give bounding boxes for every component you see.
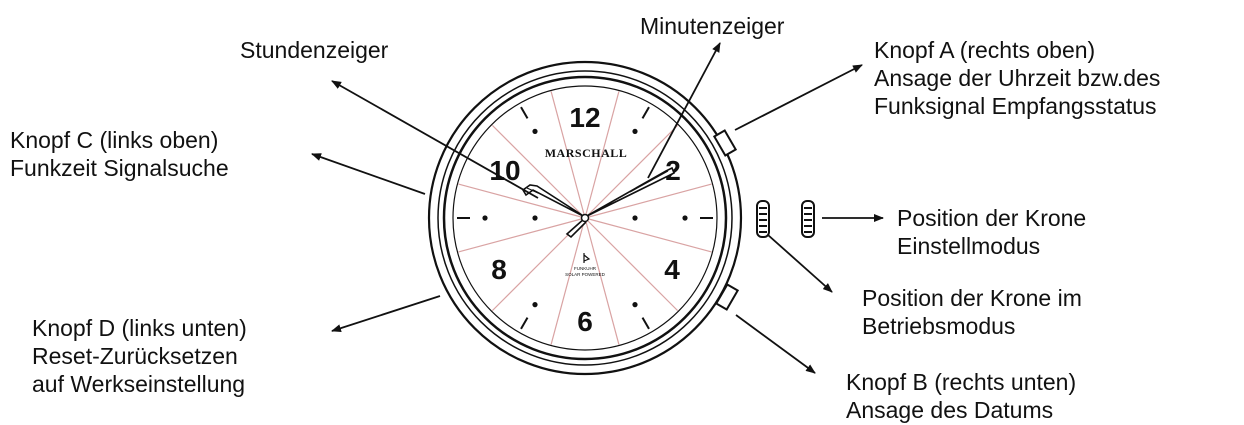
crown-operating-title: Position der Krone im [862,284,1082,312]
inner-dot [632,215,637,220]
dial-logo-mark [584,253,589,263]
hour-dot [632,302,637,307]
hour-tick [521,107,528,118]
crown-operating-position [757,201,769,237]
numeral-10: 10 [489,155,520,186]
label-button-a: Knopf A (rechts oben) Ansage der Uhrzeit… [874,36,1160,120]
button-d-desc-1: Reset-Zurücksetzen [32,342,247,370]
crown-operating-desc: Betriebsmodus [862,312,1082,340]
hour-tick [643,107,650,118]
crown-setting-title: Position der Krone [897,204,1086,232]
numeral-8: 8 [491,254,507,285]
label-button-c: Knopf C (links oben) Funkzeit Signalsuch… [10,126,229,182]
hour-tick [643,318,650,329]
minute-hand [585,168,674,217]
dial-spoke [585,184,712,218]
button-b-pusher [716,284,737,309]
minute-hand-label: Minutenzeiger [640,12,784,40]
button-a-desc-2: Funksignal Empfangsstatus [874,92,1160,120]
center-pin [582,215,589,222]
crown-setting-desc: Einstellmodus [897,232,1086,260]
numeral-4: 4 [664,254,680,285]
hour-dot [532,129,537,134]
button-d-desc-2: auf Werkseinstellung [32,370,247,398]
dial-spoke [585,218,712,252]
arrow-button-d [332,296,440,331]
arrow-button-c [312,154,425,194]
label-crown-operating: Position der Krone im Betriebsmodus [862,284,1082,340]
hour-hand [523,185,585,217]
button-a-title: Knopf A (rechts oben) [874,36,1160,64]
hour-hand-label: Stundenzeiger [240,36,388,64]
label-hour-hand: Stundenzeiger [240,36,388,64]
hour-dot [632,129,637,134]
button-b-title: Knopf B (rechts unten) [846,368,1076,396]
callout-arrows [312,43,883,373]
hour-tick [521,318,528,329]
hour-dot [682,215,687,220]
button-c-desc: Funkzeit Signalsuche [10,154,229,182]
dial-spoke [458,218,585,252]
dial-subtext-1: FUNKUHR [574,266,597,271]
label-button-d: Knopf D (links unten) Reset-Zurücksetzen… [32,314,247,398]
hour-dot [532,302,537,307]
label-button-b: Knopf B (rechts unten) Ansage des Datums [846,368,1076,424]
button-b-desc: Ansage des Datums [846,396,1076,424]
hour-dot [482,215,487,220]
arrow-button-a [735,65,862,130]
button-c-title: Knopf C (links oben) [10,126,229,154]
dial-brand: MARSCHALL [545,146,628,160]
numeral-12: 12 [569,102,600,133]
button-d-title: Knopf D (links unten) [32,314,247,342]
arrow-crown-operating [768,235,832,292]
inner-dot [532,215,537,220]
dial-subtext-2: SOLAR POWERED [565,272,606,277]
label-minute-hand: Minutenzeiger [640,12,784,40]
arrow-minute-hand [648,43,720,178]
label-crown-setting: Position der Krone Einstellmodus [897,204,1086,260]
arrow-button-b [736,315,815,373]
numeral-6: 6 [577,306,593,337]
button-a-desc-1: Ansage der Uhrzeit bzw.des [874,64,1160,92]
button-a-pusher [714,130,735,155]
crown-setting-position [802,201,814,237]
